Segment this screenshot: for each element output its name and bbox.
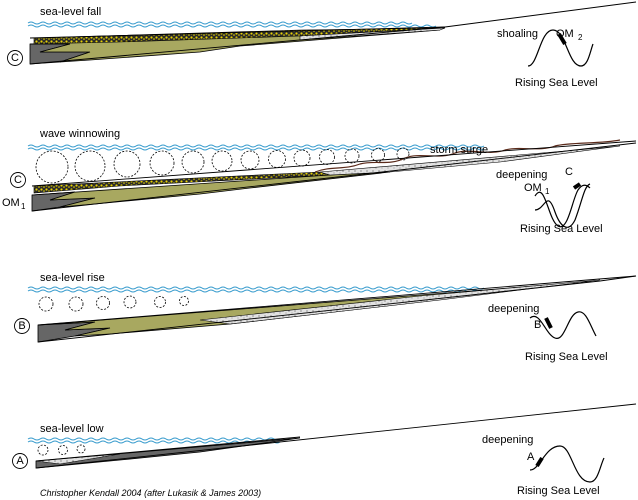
storm-surge-line: [314, 139, 621, 173]
wave-orbitals: [38, 295, 189, 312]
panel-title: sea-level fall: [40, 6, 101, 18]
sea-level-waves: [27, 144, 485, 148]
panel-title: sea-level low: [40, 423, 104, 435]
sea-level-curve-main: [534, 184, 591, 228]
sea-level-curve: [529, 445, 605, 483]
top-surface: [31, 140, 637, 187]
curve-label-b: B: [534, 319, 541, 331]
curve-label-om-sub: 2: [578, 33, 583, 42]
curve-label-om: OM: [556, 28, 574, 40]
curve-label-deepening: deepening: [482, 434, 533, 446]
curve-label-om: OM: [524, 182, 542, 194]
storm-surge-label: storm surge: [430, 144, 488, 156]
panel-letter-circle: [7, 50, 23, 66]
panel-letter: C: [11, 52, 19, 64]
curve-caption: Rising Sea Level: [515, 77, 598, 89]
panel-title: sea-level rise: [40, 272, 105, 284]
panel-b-sea-level-rise: sea-level rise B deepening B Rising Sea …: [14, 272, 637, 363]
sea-level-waves: [27, 21, 413, 25]
panel-c-wave-winnowing: wave winnowing storm surge C: [2, 128, 637, 235]
curve-caption: Rising Sea Level: [520, 223, 603, 235]
figure-credit: Christopher Kendall 2004 (after Lukasik …: [40, 488, 261, 498]
panel-letter: A: [16, 455, 24, 467]
sea-level-waves-2: [27, 147, 485, 151]
sea-level-curve: [529, 311, 597, 339]
basal-surface: [35, 403, 637, 469]
panel-title: wave winnowing: [39, 128, 120, 140]
sea-level-curve: [527, 29, 594, 67]
panel-letter-circle: [14, 318, 30, 334]
top-surface: [35, 436, 301, 462]
sea-level-waves-2: [27, 24, 437, 28]
om1-side-label-sub: 1: [21, 202, 26, 211]
top-surface: [37, 275, 637, 326]
curve-position-marker: [557, 32, 567, 46]
panel-a-sea-level-low: sea-level low A deepening A Rising Sea L…: [12, 403, 637, 497]
sea-level-waves: [27, 437, 281, 441]
curve-caption: Rising Sea Level: [525, 351, 608, 363]
sea-level-waves-2: [27, 289, 485, 293]
curve-label-shoaling: shoaling: [497, 28, 538, 40]
curve-position-marker: [572, 182, 582, 190]
wave-orbitals: [37, 444, 86, 456]
panel-letter: C: [14, 174, 22, 186]
sea-level-waves-2: [27, 440, 281, 444]
panel-letter: B: [18, 320, 25, 332]
curve-label-c: C: [565, 166, 573, 178]
oolite-facies: [33, 171, 331, 194]
curve-label-deepening: deepening: [488, 303, 539, 315]
curve-label-deepening: deepening: [496, 169, 547, 181]
curve-label-om-sub: 1: [545, 187, 550, 196]
curve-position-marker: [535, 456, 544, 468]
curve-caption: Rising Sea Level: [517, 485, 600, 497]
basal-surface: [31, 142, 637, 212]
sea-level-curve: [534, 183, 591, 228]
top-surface: [29, 26, 446, 39]
basal-surface: [37, 275, 637, 343]
panel-letter-circle: [12, 453, 28, 469]
om1-side-label: OM: [2, 197, 20, 209]
panel-letter-circle: [10, 172, 26, 188]
sea-level-waves: [27, 286, 485, 290]
curve-label-a: A: [527, 451, 535, 463]
dark-facies: [35, 437, 301, 469]
panel-c-sea-level-fall: sea-level fall C shoaling OM 2 Rising Se…: [7, 1, 637, 89]
curve-position-marker: [544, 317, 553, 329]
